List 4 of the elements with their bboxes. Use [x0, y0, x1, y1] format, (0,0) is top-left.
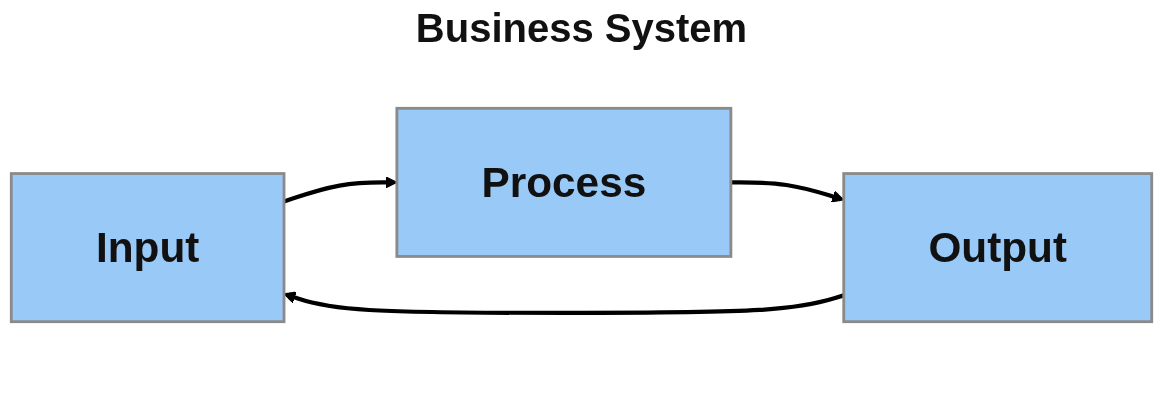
node-box: Process	[395, 106, 733, 258]
node-box: Input	[9, 172, 286, 324]
node-box: Output	[842, 172, 1154, 324]
diagram-title: Business System	[414, 6, 749, 51]
